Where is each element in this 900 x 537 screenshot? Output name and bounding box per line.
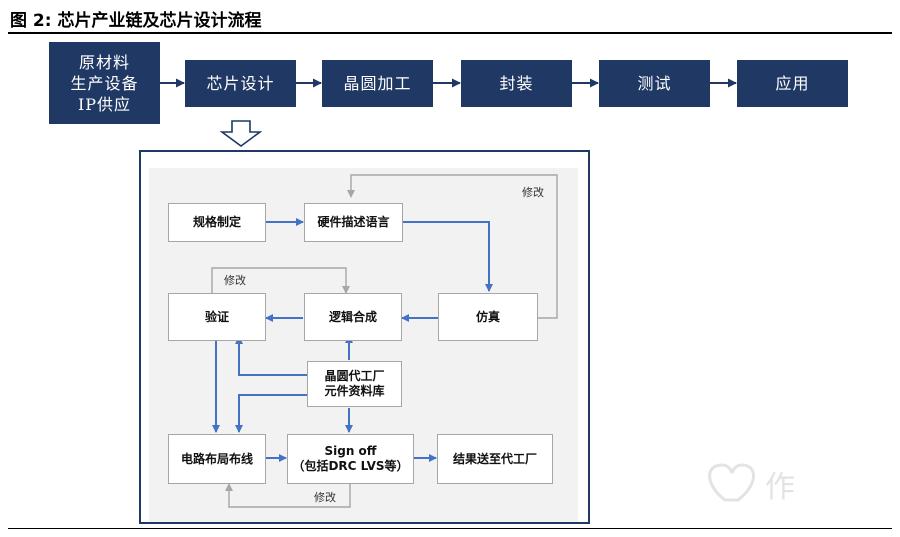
- node-hdl: 硬件描述语言: [304, 203, 403, 242]
- design-flow-frame: [139, 150, 590, 524]
- watermark-logo: 作: [700, 455, 880, 523]
- modify-label-sim: 修改: [522, 186, 544, 199]
- chain-box-packaging: 封装: [461, 60, 572, 107]
- figure-title: 图 2: 芯片产业链及芯片设计流程: [10, 11, 262, 31]
- node-signoff: Sign off （包括DRC LVS等）: [287, 434, 414, 484]
- top-rule: [8, 32, 892, 34]
- expand-down-arrow: [219, 120, 263, 147]
- chain-box-testing: 测试: [599, 60, 710, 107]
- chain-box-wafer-fab: 晶圆加工: [322, 60, 433, 107]
- bottom-rule: [8, 528, 892, 529]
- node-spec: 规格制定: [168, 203, 266, 242]
- watermark-text: 作: [765, 470, 795, 505]
- feedback-arrows: [211, 174, 558, 508]
- modify-label-verify: 修改: [224, 274, 246, 287]
- node-foundry-library: 晶圆代工厂 元件资料库: [307, 361, 402, 407]
- chain-box-application: 应用: [737, 60, 848, 107]
- node-synthesis: 逻辑合成: [304, 293, 402, 341]
- node-place-route: 电路布局布线: [168, 434, 266, 484]
- modify-label-signoff: 修改: [314, 491, 336, 504]
- chain-box-materials: 原材料 生产设备 IP供应: [49, 42, 160, 124]
- node-send-to-foundry: 结果送至代工厂: [437, 434, 553, 484]
- node-verification: 验证: [168, 293, 266, 341]
- flow-arrows: [212, 218, 493, 462]
- chain-box-chip-design: 芯片设计: [185, 60, 296, 107]
- node-simulation: 仿真: [438, 293, 538, 341]
